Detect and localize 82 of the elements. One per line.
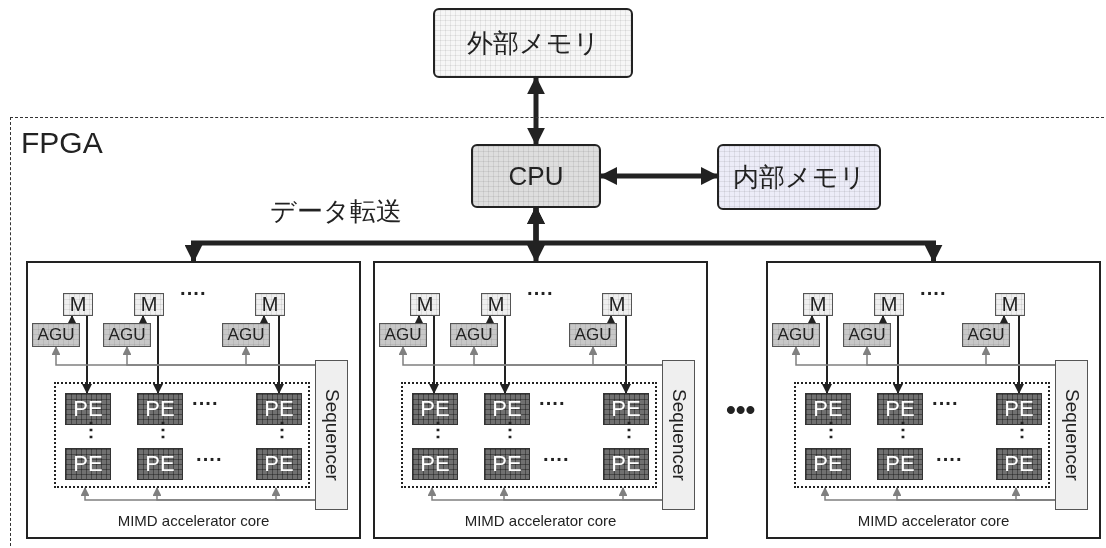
- memory-box: M: [874, 293, 904, 316]
- arrow: [273, 315, 285, 394]
- region-title: FPGA: [21, 128, 103, 158]
- pe-box: PE: [996, 448, 1042, 480]
- accelerator-core-box: [373, 261, 708, 539]
- arrow: [821, 315, 833, 394]
- agu-box: AGU: [103, 323, 151, 347]
- sequencer-box: Sequencer: [1055, 360, 1088, 510]
- agu-box: AGU: [222, 323, 270, 347]
- pe-box: PE: [65, 448, 111, 480]
- memory-box: M: [410, 293, 440, 316]
- memory-box: M: [63, 293, 93, 316]
- accelerator-core-box: [26, 261, 361, 539]
- core-caption: MIMD accelerator core: [856, 513, 1011, 528]
- cpu-box: CPU: [471, 144, 601, 208]
- ellipsis-dots: ····: [936, 449, 963, 469]
- memory-box: M: [995, 293, 1025, 316]
- pe-box: PE: [484, 393, 530, 425]
- pe-box: PE: [877, 448, 923, 480]
- memory-box: M: [481, 293, 511, 316]
- arrow: [981, 346, 1056, 366]
- accelerator-core-box: [766, 261, 1101, 539]
- ellipsis-dots: •••: [726, 396, 756, 424]
- agu-box: AGU: [32, 323, 80, 347]
- arrow: [1013, 315, 1025, 394]
- agu-box: AGU: [379, 323, 427, 347]
- edge-label: データ転送: [268, 196, 404, 226]
- arrow: [892, 315, 904, 394]
- sequencer-box: Sequencer: [315, 360, 348, 510]
- agu-box: AGU: [569, 323, 617, 347]
- pe-box: PE: [256, 393, 302, 425]
- pe-box: PE: [256, 448, 302, 480]
- arrow: [618, 487, 663, 501]
- pe-box: PE: [603, 393, 649, 425]
- arrow: [428, 315, 440, 394]
- pe-box: PE: [412, 448, 458, 480]
- agu-box: AGU: [772, 323, 820, 347]
- pe-array-region: [794, 382, 1050, 488]
- arrow: [499, 315, 511, 394]
- core-caption: MIMD accelerator core: [116, 513, 271, 528]
- ellipsis-dots: ····: [527, 283, 554, 303]
- memory-box: M: [134, 293, 164, 316]
- arrow: [588, 346, 663, 366]
- arrow: [271, 487, 316, 501]
- pe-box: PE: [805, 448, 851, 480]
- ellipsis-dots: ····: [180, 283, 207, 303]
- arrow: [152, 315, 164, 394]
- pe-array-region: [54, 382, 310, 488]
- pe-box: PE: [137, 448, 183, 480]
- ellipsis-dots: ····: [543, 449, 570, 469]
- ellipsis-dots: ····: [192, 393, 219, 413]
- pe-box: PE: [412, 393, 458, 425]
- arrow: [620, 315, 632, 394]
- fpga-region: [10, 117, 1104, 546]
- arrow: [81, 315, 93, 394]
- sequencer-box: Sequencer: [662, 360, 695, 510]
- memory-box: M: [803, 293, 833, 316]
- pe-box: PE: [137, 393, 183, 425]
- agu-box: AGU: [450, 323, 498, 347]
- ellipsis-dots: ····: [539, 393, 566, 413]
- internal-memory-box: 内部メモリ: [717, 144, 881, 210]
- arrow: [527, 76, 545, 146]
- pe-box: PE: [996, 393, 1042, 425]
- pe-box: PE: [484, 448, 530, 480]
- core-caption: MIMD accelerator core: [463, 513, 618, 528]
- external-memory-box: 外部メモリ: [433, 8, 633, 78]
- ellipsis-dots: ····: [196, 449, 223, 469]
- memory-box: M: [255, 293, 285, 316]
- ellipsis-dots: ····: [920, 283, 947, 303]
- arrow: [1011, 487, 1056, 501]
- agu-box: AGU: [843, 323, 891, 347]
- pe-box: PE: [65, 393, 111, 425]
- memory-box: M: [602, 293, 632, 316]
- arrow: [241, 346, 316, 366]
- arrow: [599, 167, 719, 185]
- arrow: [527, 206, 943, 263]
- ellipsis-dots: ····: [932, 393, 959, 413]
- pe-array-region: [401, 382, 657, 488]
- pe-box: PE: [805, 393, 851, 425]
- agu-box: AGU: [962, 323, 1010, 347]
- pe-box: PE: [877, 393, 923, 425]
- pe-box: PE: [603, 448, 649, 480]
